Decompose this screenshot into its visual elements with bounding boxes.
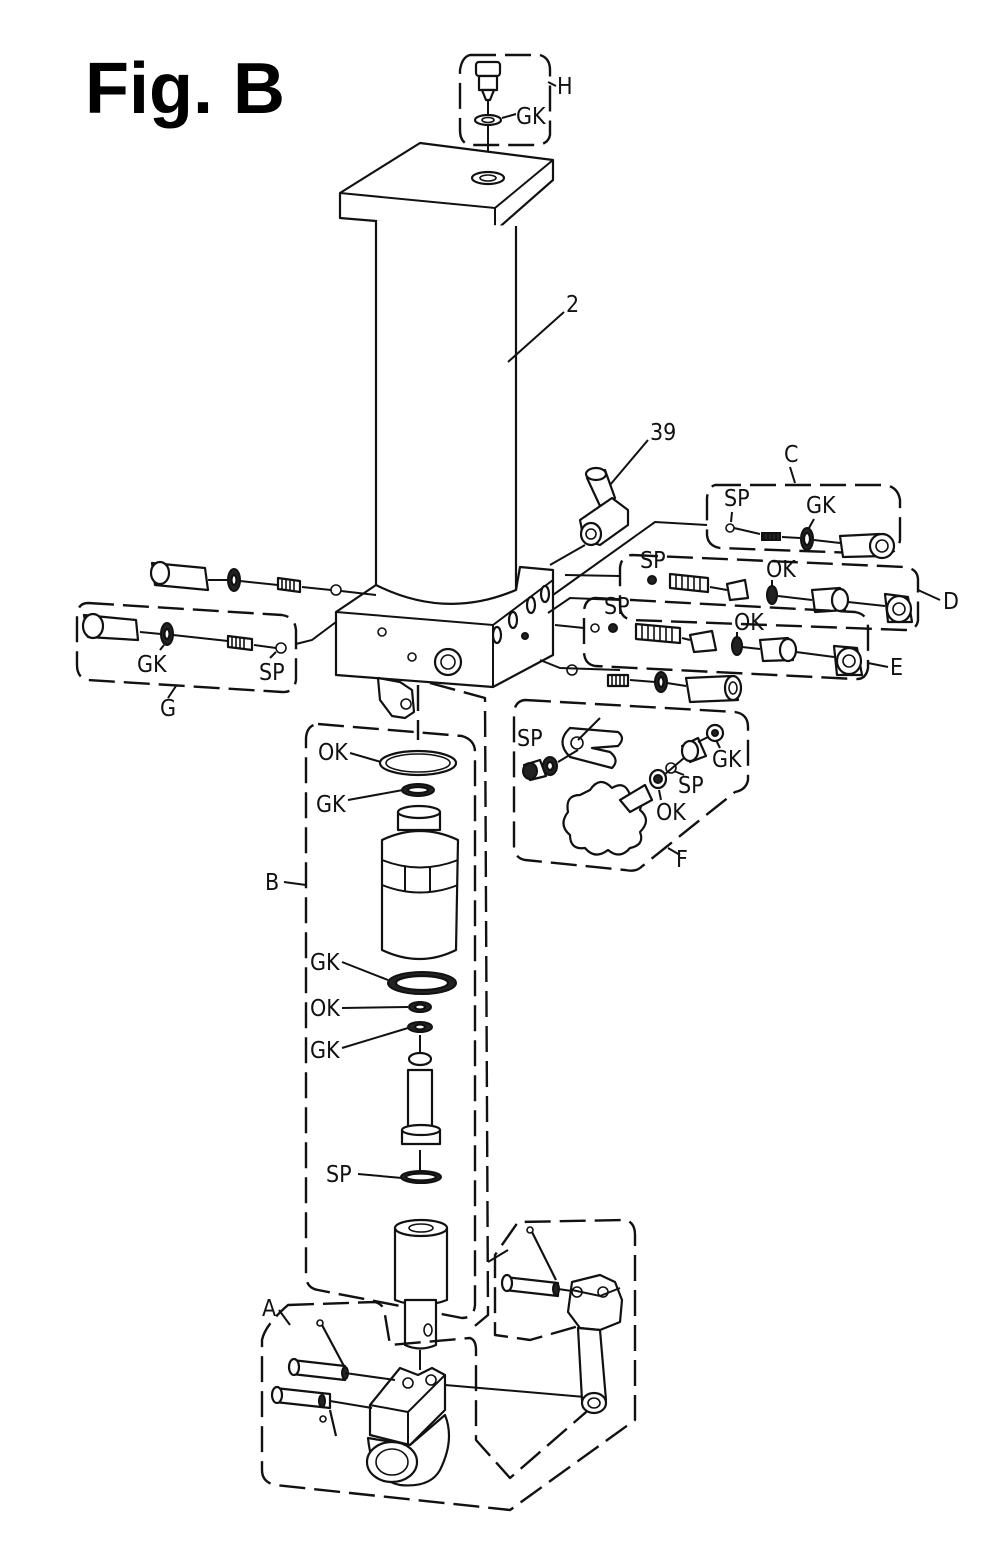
top-plate <box>338 141 555 233</box>
group-h: H GK <box>458 53 573 172</box>
group-d: SP OK D <box>547 548 959 632</box>
label-d-sp: SP <box>640 548 666 574</box>
label-h-gk: GK <box>516 104 546 130</box>
label-f-sp2: SP <box>678 773 704 799</box>
fitting-39: 39 <box>549 420 676 566</box>
label-h: H <box>557 74 573 100</box>
group-c: C SP GK <box>552 442 902 596</box>
label-c-gk: GK <box>806 493 836 519</box>
label-2: 2 <box>566 292 579 318</box>
label-f-ok: OK <box>656 800 686 826</box>
label-c-sp: SP <box>724 486 750 512</box>
side-port-right <box>539 659 743 704</box>
label-e: E <box>890 655 903 681</box>
group-g: GK SP G <box>75 601 337 722</box>
label-b-gk1: GK <box>316 792 346 818</box>
label-b-sp: SP <box>326 1162 352 1188</box>
label-f: F <box>676 847 688 873</box>
cylinder-body: 2 <box>374 220 579 607</box>
label-g-sp: SP <box>259 660 285 686</box>
label-f-gk: GK <box>712 747 742 773</box>
side-port-left <box>149 560 377 596</box>
figure-title: Fig. B <box>85 49 285 129</box>
label-b-gk2: GK <box>310 950 340 976</box>
label-d: D <box>943 589 959 615</box>
group-a: A <box>260 1218 637 1512</box>
label-e-sp: SP <box>604 594 630 620</box>
base-block <box>334 565 555 720</box>
group-b: B OK GK GK OK GK SP <box>265 681 490 1350</box>
label-f-sp1: SP <box>517 726 543 752</box>
group-e: SP OK E <box>554 594 903 681</box>
label-g-gk: GK <box>137 652 167 678</box>
label-c: C <box>784 442 798 468</box>
group-f: SP SP GK OK F <box>512 698 750 873</box>
label-b-gk3: GK <box>310 1038 340 1064</box>
label-g: G <box>160 696 176 722</box>
label-b-ok2: OK <box>310 996 340 1022</box>
label-d-ok: OK <box>766 557 796 583</box>
label-39: 39 <box>650 420 676 446</box>
label-e-ok: OK <box>734 610 764 636</box>
label-a: A <box>262 1296 276 1322</box>
label-b: B <box>265 870 279 896</box>
label-b-ok1: OK <box>318 740 348 766</box>
